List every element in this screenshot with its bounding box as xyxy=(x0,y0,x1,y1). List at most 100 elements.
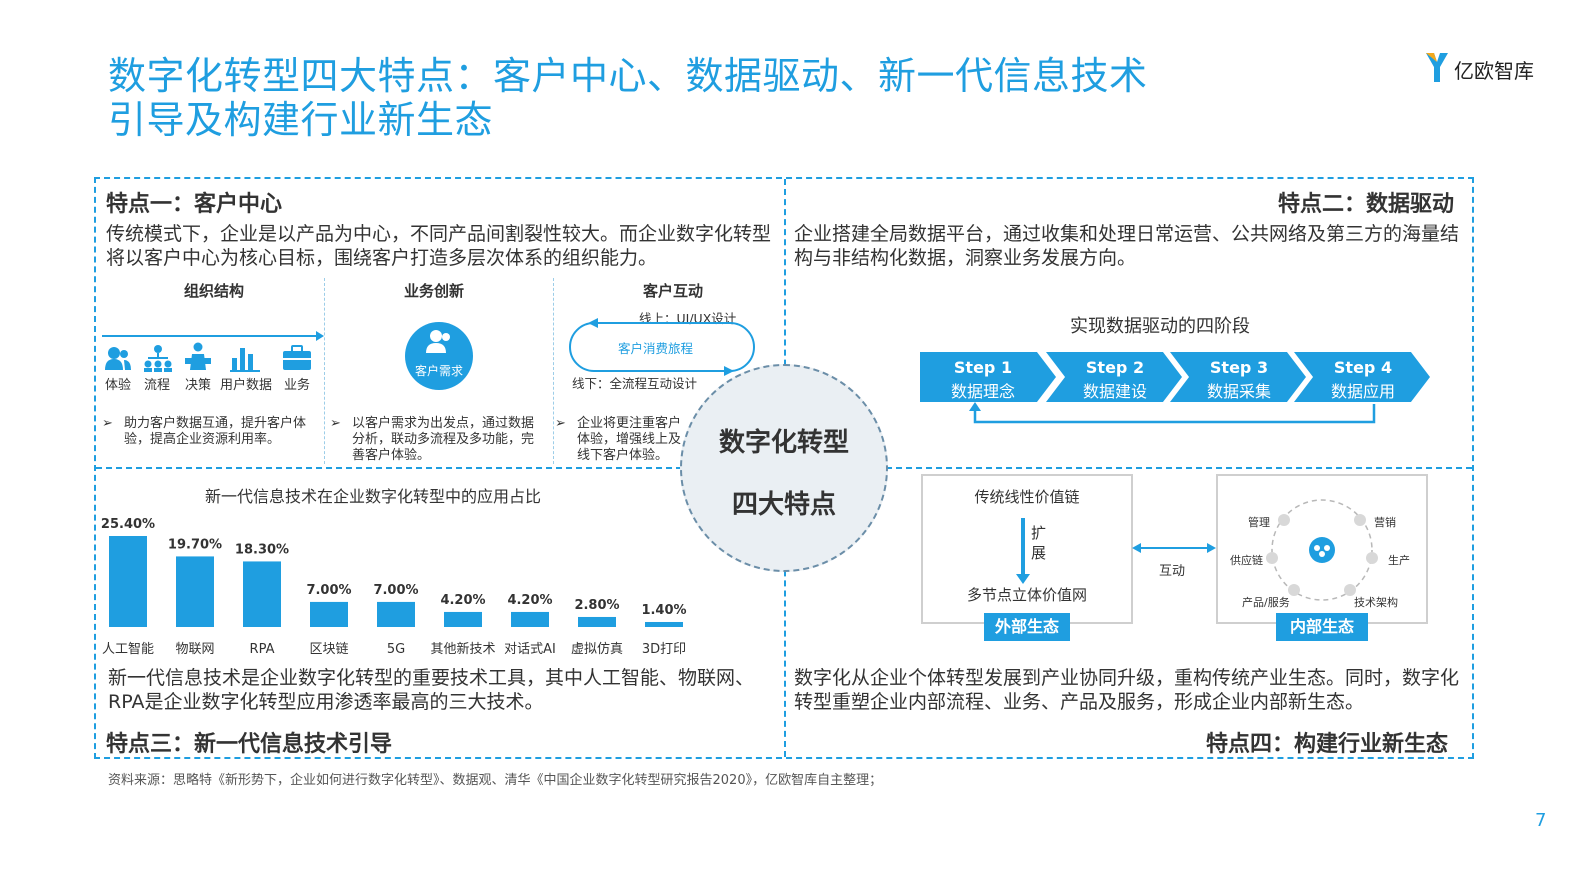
feature4-desc: 数字化从企业个体转型发展到产业协同升级，重构传统产业生态。同时，数字化转型重塑企… xyxy=(794,667,1460,713)
feature2-desc: 企业搭建全局数据平台，通过收集和处理日常运营、公共网络及第三方的海量结构与非结构… xyxy=(794,223,1460,269)
center-circle: 数字化转型 四大特点 xyxy=(680,364,888,572)
expand-label-1: 扩 xyxy=(1031,524,1047,542)
bar-5G xyxy=(377,601,415,627)
bullet-arrow-icon: ➢ xyxy=(102,416,113,431)
step-1: Step 1 数据理念 xyxy=(920,352,1056,402)
step-name: 数据采集 xyxy=(1206,382,1271,401)
expand-label-2: 展 xyxy=(1031,544,1047,562)
bullet-arrow-icon: ➢ xyxy=(555,416,566,431)
external-bottom: 多节点立体价值网 xyxy=(966,586,1087,604)
journey-offline: 线下：全流程互动设计 xyxy=(572,376,698,391)
node-supply-chain: 供应链 xyxy=(1230,554,1263,567)
bar-其他新技术 xyxy=(444,611,482,627)
icon-label: 用户数据 xyxy=(219,378,272,393)
bullet-text: 企业将更注重客户体验，增强线上及线下客户体验。 xyxy=(577,416,682,463)
step-3: Step 3 数据采集 xyxy=(1170,352,1306,402)
category-label: 5G xyxy=(387,642,405,657)
customer-need-label: 客户需求 xyxy=(414,364,463,378)
users-icon xyxy=(105,347,131,370)
step-number: Step 2 xyxy=(1085,358,1145,377)
page-title: 数字化转型四大特点：客户中心、数据驱动、新一代信息技术 引导及构建行业新生态 xyxy=(108,54,1288,142)
icon-label: 决策 xyxy=(184,378,211,393)
bar-虚拟仿真 xyxy=(578,616,616,627)
category-label: 3D打印 xyxy=(642,642,686,657)
node-marketing: 营销 xyxy=(1374,516,1396,529)
interact-label: 互动 xyxy=(1159,564,1186,579)
external-ecosystem-box: 传统线性价值链 扩 展 多节点立体价值网 xyxy=(921,474,1133,624)
feature1-bullet-3: ➢ 企业将更注重客户体验，增强线上及线下客户体验。 xyxy=(555,416,687,464)
value-label: 7.00% xyxy=(306,583,351,598)
node-production: 生产 xyxy=(1388,554,1410,567)
step-name: 数据应用 xyxy=(1330,382,1395,401)
feature1-col2-heading: 业务创新 xyxy=(404,282,465,300)
step-number: Step 4 xyxy=(1333,358,1393,377)
category-label: 虚拟仿真 xyxy=(571,642,623,657)
icon-label: 流程 xyxy=(143,378,170,393)
value-label: 7.00% xyxy=(373,583,418,598)
feature1-bullet-2: ➢ 以客户需求为出发点，通过数据分析，联动多流程及多功能，完善客户体验。 xyxy=(330,416,544,464)
node-product-service: 产品/服务 xyxy=(1242,596,1290,609)
value-label: 4.20% xyxy=(507,593,552,608)
bar-chart: 25.40% 人工智能 19.70% 物联网 18.30% RPA 7.00% 区块链 7.00… xyxy=(101,517,687,657)
node-tech-architecture: 技术架构 xyxy=(1354,596,1398,609)
logo: 亿欧智库 xyxy=(1424,50,1554,86)
icon-label: 业务 xyxy=(283,378,310,393)
value-label: 25.40% xyxy=(101,517,155,532)
category-label: RPA xyxy=(250,642,275,657)
bullet-text: 助力客户数据互通，提升客户体验，提高企业资源利用率。 xyxy=(124,416,307,447)
feature4-title: 特点四：构建行业新生态 xyxy=(1206,732,1449,757)
icon-label: 体验 xyxy=(104,378,131,393)
customer-need-circle: 客户需求 xyxy=(405,322,473,390)
category-label: 人工智能 xyxy=(102,642,154,657)
bar-对话式AI xyxy=(511,611,549,627)
bar-区块链 xyxy=(310,601,348,627)
value-label: 1.40% xyxy=(641,603,686,618)
journey-center: 客户消费旅程 xyxy=(618,341,694,356)
page-title-line2: 引导及构建行业新生态 xyxy=(108,98,494,142)
bullet-arrow-icon: ➢ xyxy=(330,416,341,431)
category-label: 区块链 xyxy=(309,642,348,657)
value-label: 18.30% xyxy=(235,542,289,557)
page-title-line1: 数字化转型四大特点：客户中心、数据驱动、新一代信息技术 xyxy=(108,54,1148,98)
center-line1: 数字化转型 xyxy=(718,428,849,458)
feature2-title: 特点二：数据驱动 xyxy=(1278,192,1455,217)
feature1-col1-heading: 组织结构 xyxy=(184,282,245,300)
logo-mark-icon xyxy=(1426,53,1448,82)
journey-loop xyxy=(569,318,755,376)
step-name: 数据理念 xyxy=(950,382,1015,401)
feature1-col3-heading: 客户互动 xyxy=(643,282,704,300)
category-label: 物联网 xyxy=(175,642,214,657)
feature3-desc: 新一代信息技术是企业数字化转型的重要技术工具，其中人工智能、物联网、RPA是企业… xyxy=(108,667,755,713)
briefcase-icon xyxy=(283,345,311,370)
step-4: Step 4 数据应用 xyxy=(1294,352,1430,402)
category-label: 其他新技术 xyxy=(430,641,495,657)
bar-chart-icon xyxy=(230,348,260,372)
value-label: 2.80% xyxy=(574,598,619,613)
feature1-col-divider xyxy=(324,278,325,464)
bullet-text: 以客户需求为出发点，通过数据分析，联动多流程及多功能，完善客户体验。 xyxy=(352,416,535,463)
org-chart-icon xyxy=(144,345,172,372)
internal-badge: 内部生态 xyxy=(1276,613,1368,641)
feature1-title: 特点一：客户中心 xyxy=(106,192,283,217)
center-line2: 四大特点 xyxy=(731,490,836,520)
bar-物联网 xyxy=(176,556,214,627)
feature1-desc: 传统模式下，企业是以产品为中心，不同产品间割裂性较大。而企业数字化转型将以客户中… xyxy=(106,223,772,269)
value-label: 19.70% xyxy=(168,537,222,552)
chart-title: 新一代信息技术在企业数字化转型中的应用占比 xyxy=(205,487,542,506)
bar-RPA xyxy=(243,561,281,627)
feature1-col-divider xyxy=(553,278,554,464)
feature3-title: 特点三：新一代信息技术引导 xyxy=(106,732,393,757)
feature1-bullet-1: ➢ 助力客户数据互通，提升客户体验，提高企业资源利用率。 xyxy=(102,416,312,448)
step-2: Step 2 数据建设 xyxy=(1046,352,1182,402)
internal-ecosystem-box: 管理 营销 供应链 生产 产品/服务 技术架构 xyxy=(1216,474,1428,624)
external-badge: 外部生态 xyxy=(984,613,1070,641)
decision-icon xyxy=(185,342,211,370)
external-top: 传统线性价值链 xyxy=(974,488,1080,506)
step-name: 数据建设 xyxy=(1082,382,1147,401)
features-frame xyxy=(94,177,1474,759)
source-note: 资料来源：思略特《新形势下，企业如何进行数字化转型》、数据观、清华《中国企业数字… xyxy=(108,773,883,788)
bar-人工智能 xyxy=(109,536,147,627)
expand-arrow-head-icon xyxy=(1016,574,1030,584)
value-label: 4.20% xyxy=(440,593,485,608)
interact-arrow xyxy=(1132,543,1216,553)
